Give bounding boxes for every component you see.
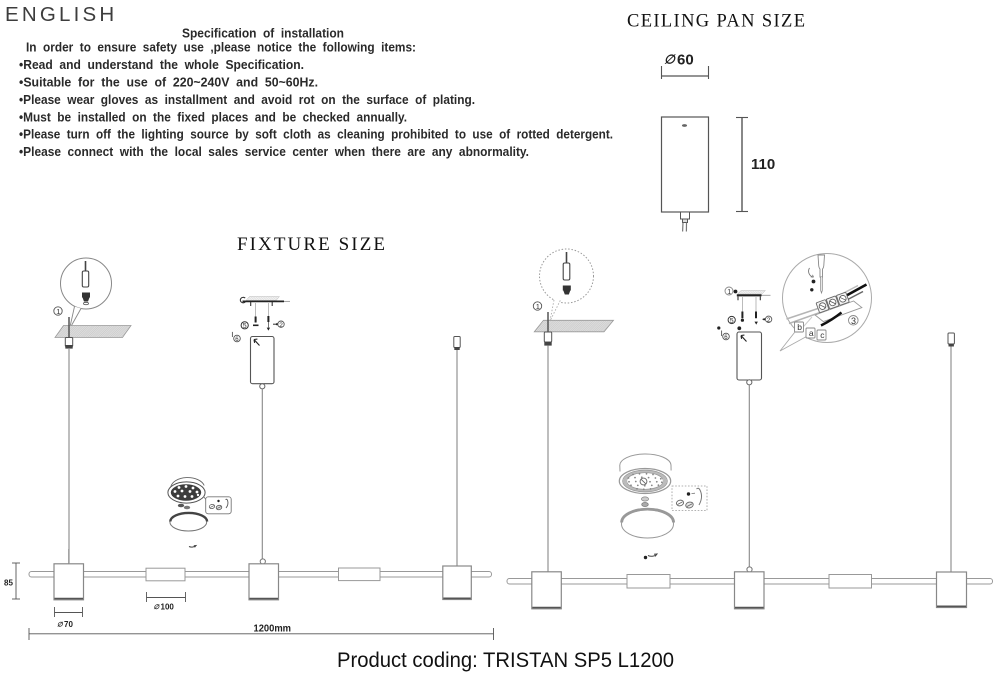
svg-text:FIXTURE SIZE: FIXTURE SIZE — [237, 234, 385, 255]
svg-text:6: 6 — [724, 335, 728, 341]
svg-text:70: 70 — [64, 620, 73, 629]
svg-text:2: 2 — [767, 317, 771, 324]
svg-text:1: 1 — [727, 289, 731, 296]
svg-text:a: a — [809, 328, 814, 338]
svg-text:85: 85 — [4, 579, 13, 588]
svg-text:1200mm: 1200mm — [254, 624, 292, 635]
svg-text:•Must be installed on the fixe: •Must be installed on the fixed places a… — [19, 109, 407, 124]
svg-text:5: 5 — [730, 318, 734, 325]
svg-text:•Please connect with the local: •Please connect with the local sales ser… — [19, 144, 529, 159]
svg-text:∅: ∅ — [664, 53, 676, 67]
svg-text:Product coding: TRISTAN SP5 L1: Product coding: TRISTAN SP5 L1200 — [337, 649, 674, 672]
svg-text:•Suitable for the use of 220~2: •Suitable for the use of 220~240V and 50… — [19, 74, 318, 89]
svg-text:•Read and understand the whole: •Read and understand the whole Specifica… — [19, 57, 304, 72]
svg-text:1: 1 — [536, 302, 540, 311]
svg-text:100: 100 — [161, 603, 175, 612]
svg-text:∅: ∅ — [154, 604, 161, 611]
svg-text:60: 60 — [677, 52, 694, 69]
svg-text:∅: ∅ — [57, 622, 64, 629]
svg-text:110: 110 — [751, 156, 775, 173]
svg-text:•Please turn off the lighting: •Please turn off the lighting source by … — [19, 127, 613, 142]
svg-text:1: 1 — [56, 307, 60, 316]
svg-text:Specification of installation: Specification of installation — [182, 26, 344, 41]
svg-text:5: 5 — [243, 323, 247, 330]
svg-text:2: 2 — [279, 322, 283, 329]
svg-text:In order to ensure safety use: In order to ensure safety use ,please no… — [26, 40, 416, 55]
svg-text:b: b — [797, 322, 802, 332]
svg-text:c: c — [820, 330, 825, 340]
svg-text:6: 6 — [235, 337, 239, 343]
svg-text:•Please wear gloves as install: •Please wear gloves as installment and a… — [19, 92, 475, 107]
svg-text:CEILING PAN SIZE: CEILING PAN SIZE — [627, 12, 805, 32]
svg-text:ENGLISH: ENGLISH — [5, 3, 117, 26]
svg-text:3: 3 — [851, 316, 856, 326]
